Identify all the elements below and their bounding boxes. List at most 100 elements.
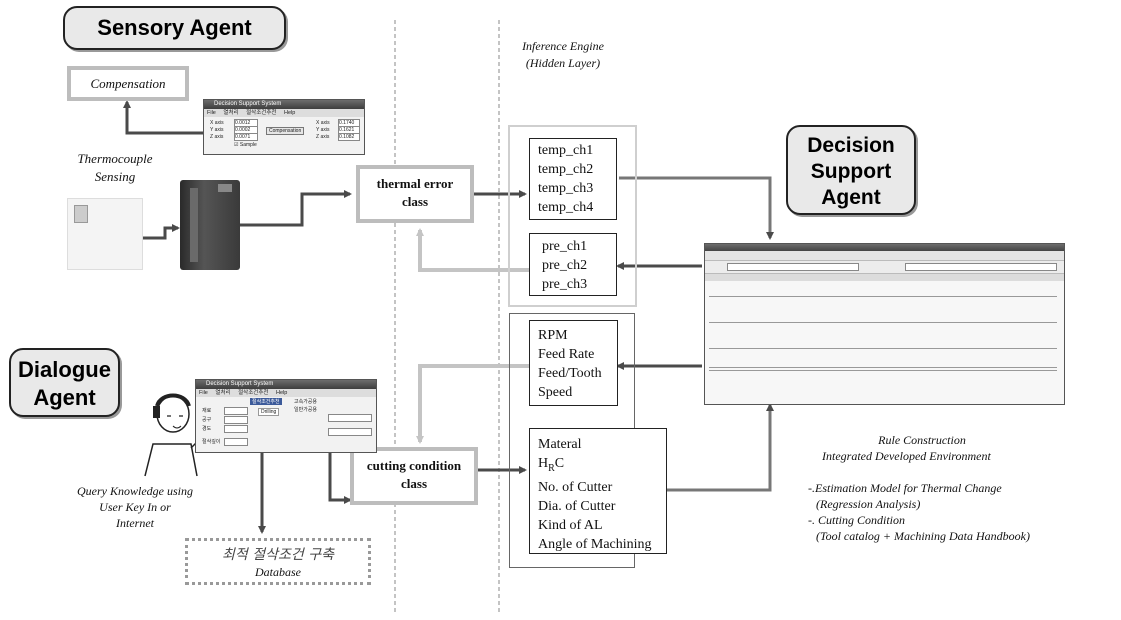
thermocouple-sensor-image xyxy=(67,198,143,270)
thermocouple-line1: Thermocouple xyxy=(77,151,153,166)
arrow-sensor-to-thermal-class xyxy=(240,190,352,227)
menu-file[interactable]: File xyxy=(207,110,216,116)
material-input-box: Materal HRC No. of Cutter Dia. of Cutter… xyxy=(529,428,667,554)
dialogue-field-4[interactable] xyxy=(224,438,248,446)
thermal-class-line1: thermal error xyxy=(376,176,454,191)
rule-group-3[interactable] xyxy=(709,348,1057,368)
dialogue-line2: Agent xyxy=(33,385,96,410)
sensor-module-terminal xyxy=(218,184,232,192)
dialogue-label-2: 공구 xyxy=(202,417,212,423)
dialogue-label-3: 경도 xyxy=(202,426,212,432)
rule-ide-search-row xyxy=(705,261,1064,274)
dialogue-field-2[interactable] xyxy=(224,416,248,424)
right-axis-z: Z axis xyxy=(316,134,330,140)
sensory-agent-label: Sensory Agent xyxy=(63,6,286,50)
sensory-system-window[interactable]: Decision Support System File 열처리 절삭조건추천 … xyxy=(203,99,365,155)
cutting-class-line1: cutting condition xyxy=(366,458,462,473)
rule-ide-search-field[interactable] xyxy=(727,263,859,271)
rule-line6: (Tool catalog + Machining Data Handbook) xyxy=(816,529,1030,543)
hrc-main: H xyxy=(538,456,549,471)
decision-support-agent-label: Decision Support Agent xyxy=(786,125,916,215)
dialogue-field-1[interactable] xyxy=(224,407,248,415)
sensory-agent-text: Sensory Agent xyxy=(97,15,252,40)
pre-ch2: pre_ch2 xyxy=(542,258,588,273)
inference-line2: (Hidden Layer) xyxy=(525,56,601,70)
dialogue-result-field-2[interactable] xyxy=(328,428,372,436)
database-label: Database xyxy=(255,565,301,579)
rule-line2: Integrated Developed Environment xyxy=(822,449,991,463)
rule-ide-filter-field[interactable] xyxy=(905,263,1057,271)
right-axis-y: Y axis xyxy=(316,127,330,133)
sample-checkbox[interactable]: ☑ Sample xyxy=(234,142,257,148)
rule-line1: Rule Construction xyxy=(878,433,966,447)
dialogue-field-3[interactable] xyxy=(224,425,248,433)
axis-label-z: Z axis xyxy=(210,134,224,140)
dialogue-result-field-1[interactable] xyxy=(328,414,372,422)
cutting-class-text: cutting condition class xyxy=(354,451,474,493)
thermocouple-probe-icon xyxy=(74,205,88,223)
axis-label-y: Y axis xyxy=(210,127,224,133)
rule-group-2[interactable] xyxy=(709,322,1057,345)
database-korean-title: 최적 절삭조건 구축 xyxy=(222,547,334,563)
axis-value-z[interactable]: 0.0071 xyxy=(234,133,258,141)
sample-checkbox-label: Sample xyxy=(239,142,257,148)
cutting-condition-class-box: cutting condition class xyxy=(350,447,478,505)
dialogue-menu-cutting[interactable]: 절삭조건추천 xyxy=(238,390,269,396)
dialogue-tab-2[interactable]: 고속가공용 xyxy=(294,399,318,405)
dialogue-menu-file[interactable]: File xyxy=(199,390,208,396)
input-rpm: RPM xyxy=(538,328,568,343)
rule-ide-window[interactable] xyxy=(704,243,1065,405)
rule-ide-section-header xyxy=(705,274,1064,281)
rule-group-1[interactable] xyxy=(709,296,1057,319)
right-axis-x: X axis xyxy=(316,120,330,126)
dialogue-label-1: 재료 xyxy=(202,408,212,414)
temp-ch4: temp_ch4 xyxy=(538,200,594,215)
axis-label-x: X axis xyxy=(210,120,224,126)
thermal-class-line2: class xyxy=(402,194,428,209)
user-person-icon xyxy=(144,393,205,477)
right-value-z[interactable]: 0.1082 xyxy=(338,133,360,141)
hidden-layer-box-top xyxy=(508,125,637,307)
dialogue-system-window[interactable]: Decision Support System File 열처리 절삭조건추천 … xyxy=(195,379,377,453)
query-line1: Query Knowledge using xyxy=(77,484,193,498)
arrow-thermocouple-to-sensor xyxy=(142,224,180,240)
pre-channel-box: pre_ch1 pre_ch2 pre_ch3 xyxy=(529,233,617,296)
inference-line1: Inference Engine xyxy=(522,39,604,53)
menu-heat[interactable]: 열처리 xyxy=(223,110,239,116)
input-feed-tooth: Feed/Tooth xyxy=(538,366,602,381)
input-hrc: HRC xyxy=(538,454,666,478)
rule-group-4[interactable] xyxy=(709,370,1057,397)
input-no-cutter: No. of Cutter xyxy=(538,479,613,495)
query-line2: User Key In or xyxy=(99,500,171,514)
thermal-class-text: thermal error class xyxy=(360,169,470,211)
temp-ch2: temp_ch2 xyxy=(538,162,594,177)
menu-cutting[interactable]: 절삭조건추천 xyxy=(246,110,277,116)
temp-channel-box: temp_ch1 temp_ch2 temp_ch3 temp_ch4 xyxy=(529,138,617,220)
database-box: 최적 절삭조건 구축 Database xyxy=(185,538,371,585)
menu-help[interactable]: Help xyxy=(284,110,296,116)
compensation-box: Compensation xyxy=(67,66,189,101)
compensation-text: Compensation xyxy=(90,76,166,91)
dialogue-tab-3[interactable]: 일반가공용 xyxy=(294,407,318,413)
sensor-module-icon xyxy=(180,180,240,270)
dialogue-window-titlebar: Decision Support System xyxy=(196,380,376,389)
dialogue-tab-1[interactable]: 절삭조건추천 xyxy=(250,398,282,405)
thermocouple-label: Thermocouple Sensing xyxy=(70,150,160,186)
dialogue-agent-label: Dialogue Agent xyxy=(9,348,120,417)
input-dia-cutter: Dia. of Cutter xyxy=(538,498,616,514)
dialogue-menu-heat[interactable]: 열처리 xyxy=(215,390,231,396)
decision-line3: Agent xyxy=(821,186,881,209)
rule-ide-toolbar[interactable] xyxy=(705,251,1064,261)
dialogue-menu-help[interactable]: Help xyxy=(276,390,288,396)
sensory-window-menubar: File 열처리 절삭조건추천 Help xyxy=(204,109,364,117)
input-feed-rate: Feed Rate xyxy=(538,347,595,362)
dialogue-label-4: 절삭깊이 xyxy=(202,439,221,445)
arrow-to-compensation xyxy=(123,100,203,135)
input-kind-al: Kind of AL xyxy=(538,517,603,533)
compensation-button[interactable]: Compensation xyxy=(266,127,305,135)
rule-ide-titlebar xyxy=(705,244,1064,251)
cutting-class-line2: class xyxy=(401,476,427,491)
temp-ch3: temp_ch3 xyxy=(538,181,594,196)
dialogue-drilling[interactable]: Drilling xyxy=(258,408,280,416)
pre-ch1: pre_ch1 xyxy=(542,239,588,254)
